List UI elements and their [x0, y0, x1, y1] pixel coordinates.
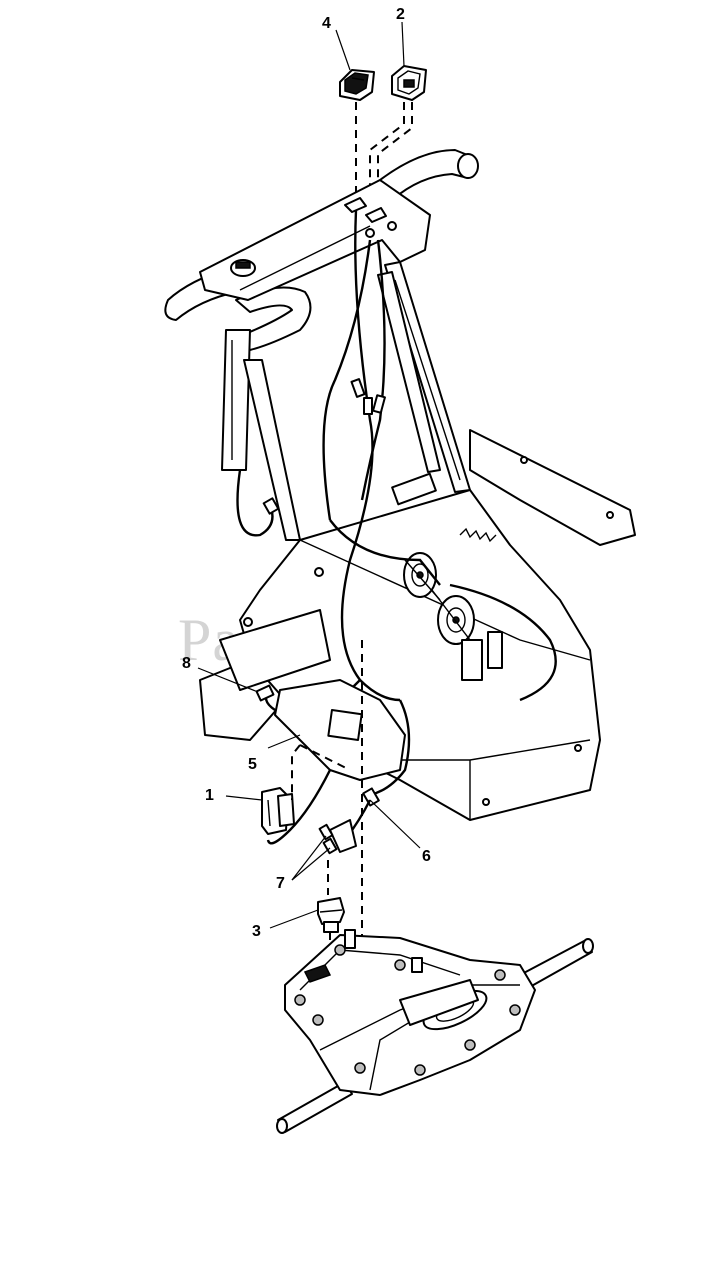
- transaxle-assembly: [276, 929, 594, 1134]
- callout-4[interactable]: 4: [322, 15, 331, 32]
- assembly-line-harness-5: [299, 744, 351, 771]
- callout-7[interactable]: 7: [276, 875, 285, 892]
- sensor-part-3[interactable]: [317, 897, 345, 933]
- callout-5[interactable]: 5: [248, 756, 257, 773]
- callout-2[interactable]: 2: [396, 6, 405, 23]
- leader-lines: [197, 21, 421, 929]
- callout-8[interactable]: 8: [182, 655, 191, 672]
- callout-6[interactable]: 6: [422, 848, 431, 865]
- switch-part-4[interactable]: [339, 69, 375, 101]
- relay-part-1[interactable]: [261, 787, 295, 835]
- assembly-line-switch-2a: [369, 102, 405, 235]
- callouts: 4 2 8 5 1 6 7 3: [182, 6, 431, 940]
- switch-part-2[interactable]: [391, 65, 427, 101]
- wiring-harness[interactable]: [255, 209, 557, 855]
- callout-1[interactable]: 1: [205, 787, 214, 804]
- callout-3[interactable]: 3: [252, 923, 261, 940]
- assembly-line-relay: [291, 744, 301, 800]
- assembly-line-switch-2b: [377, 102, 413, 240]
- handle-assembly: [164, 149, 479, 541]
- chassis-body: [199, 429, 636, 821]
